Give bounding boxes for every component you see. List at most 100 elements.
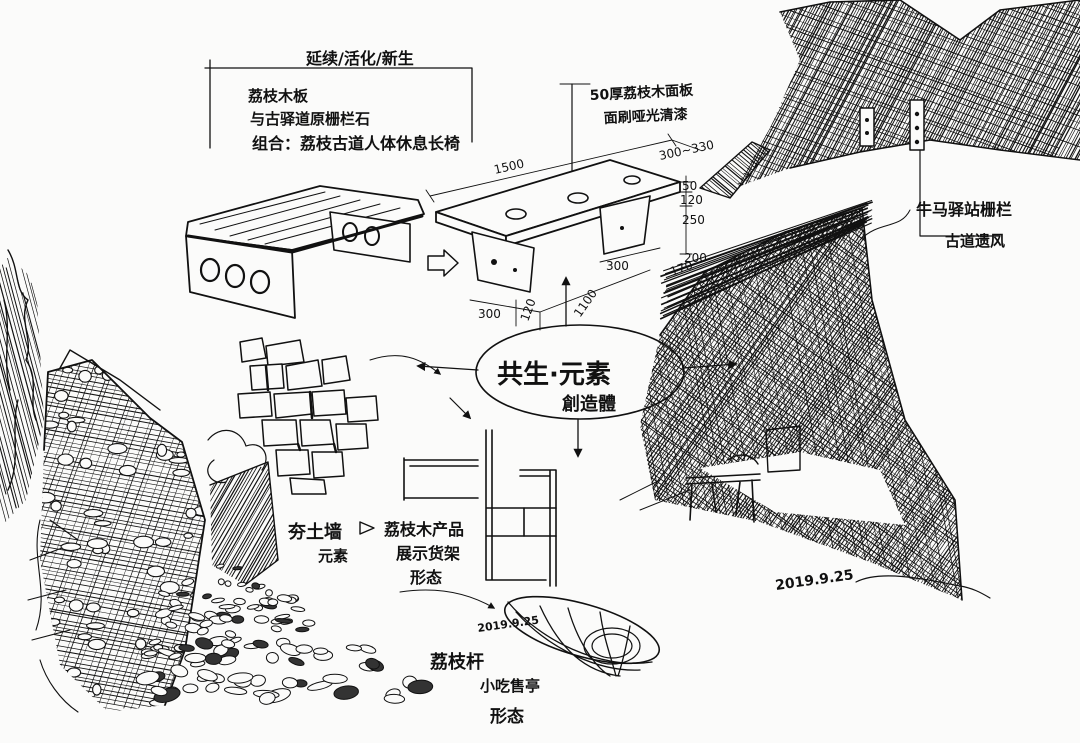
- hatch-stroke: [640, 385, 878, 600]
- hatch-stroke: [210, 463, 256, 565]
- hatch-stroke: [762, 0, 1080, 99]
- hatch-stroke: [792, 278, 962, 600]
- cobblestone: [168, 652, 182, 660]
- basket-note-material: 荔枝杆: [430, 651, 484, 673]
- wall-stone-texture: [60, 542, 82, 552]
- hatch-stroke: [709, 241, 962, 466]
- hatch-stroke: [722, 142, 770, 177]
- hatch-stroke: [837, 208, 916, 600]
- cobblestone: [199, 619, 213, 628]
- hatch-stroke: [810, 0, 969, 188]
- wall-stone: [345, 395, 379, 423]
- wall-stone-texture: [68, 599, 84, 612]
- hatch-stroke: [841, 0, 1017, 188]
- hatch-stroke: [808, 0, 981, 188]
- hatch-stroke: [0, 248, 44, 525]
- hatch-stroke: [93, 401, 202, 698]
- wall-stone-texture: [58, 411, 70, 419]
- wall-stone: [239, 337, 267, 363]
- cobblestone: [407, 679, 434, 695]
- hatch-stroke: [104, 361, 205, 710]
- hatch-stroke: [852, 356, 962, 600]
- hatch-stroke: [40, 360, 109, 683]
- cobblestone: [221, 639, 236, 649]
- hatch-stroke: [640, 208, 857, 524]
- hatch-stroke: [5, 267, 44, 520]
- stone-wall-sketch: [237, 337, 442, 495]
- hatch-stroke: [40, 599, 205, 665]
- hatch-stroke: [920, 0, 1080, 188]
- hatch-stroke: [96, 215, 164, 467]
- hatch-stroke: [40, 480, 205, 546]
- basket-date: 2019.9.25: [477, 613, 540, 634]
- hatch-stroke: [895, 362, 962, 600]
- hatch-stroke: [775, 0, 1080, 33]
- basket-weave: [507, 601, 653, 677]
- hatch-stroke: [640, 251, 682, 600]
- wall-stone-texture: [156, 443, 168, 457]
- cobblestone: [276, 594, 293, 603]
- hatch-stroke: [22, 292, 44, 503]
- hatch-stroke: [40, 525, 205, 589]
- hatch-stroke: [664, 231, 891, 554]
- cobblestone: [170, 664, 189, 678]
- hatch-stroke: [842, 0, 1019, 188]
- cobblestone: [211, 597, 225, 604]
- hatch-stroke: [666, 230, 962, 507]
- wall-stone-texture: [53, 596, 66, 604]
- hatch-stroke: [787, 316, 962, 600]
- cobblestone: [178, 644, 195, 652]
- hatch-stroke: [770, 0, 924, 187]
- wall-stone-texture: [131, 373, 144, 384]
- hatch-stroke: [210, 462, 250, 576]
- cobblestone: [168, 604, 184, 612]
- roof-stick: [663, 204, 869, 281]
- wall-stone-texture: [40, 491, 56, 504]
- cobblestone: [231, 615, 245, 624]
- wall-stone-texture: [86, 622, 105, 630]
- hatch-stroke: [641, 249, 962, 476]
- cobblestone: [265, 651, 279, 664]
- hatch-stroke: [774, 0, 963, 188]
- hatch-stroke: [40, 417, 205, 472]
- wall-stone: [299, 419, 335, 447]
- cobblestone: [265, 589, 273, 597]
- hatch-stroke: [640, 286, 962, 572]
- hatch-stroke: [640, 208, 781, 499]
- hatch-stroke: [40, 622, 205, 682]
- hatch-stroke: [40, 505, 205, 561]
- hatch-stroke: [69, 217, 140, 482]
- bench2-stone-speck: [620, 226, 624, 230]
- wall-stone-texture: [135, 638, 147, 650]
- hatch-stroke: [740, 208, 830, 600]
- cobblestone: [267, 598, 279, 607]
- hatch-stroke: [798, 0, 982, 188]
- wall-stone-texture: [176, 451, 186, 458]
- hatch-stroke: [237, 485, 278, 585]
- hatch-stroke: [40, 360, 93, 650]
- basket-coil: [583, 627, 641, 665]
- wall-stone-texture: [40, 420, 59, 429]
- hatch-stroke: [899, 0, 1061, 188]
- shelter-roof-sticks: [659, 199, 873, 320]
- fence-leader-line: [919, 149, 1001, 237]
- hatch-stroke: [780, 0, 950, 188]
- dim-base-300: 300: [478, 307, 501, 321]
- hatch-stroke: [71, 390, 199, 712]
- hatch-stroke: [254, 496, 278, 585]
- wall-stone-texture: [168, 456, 190, 464]
- cobblestone: [245, 586, 254, 593]
- pointer-arrow: [699, 141, 771, 199]
- hatch-stroke: [40, 391, 205, 455]
- hatch-stroke: [0, 262, 36, 494]
- hatch-stroke: [866, 0, 1014, 188]
- hatch-stroke: [717, 142, 770, 175]
- bench1-plank-edge: [186, 214, 424, 254]
- hatch-stroke: [735, 157, 1018, 188]
- hatch-stroke: [827, 0, 1007, 188]
- hatch-stroke: [735, 130, 1048, 188]
- hatch-stroke: [233, 472, 278, 582]
- roof-stick: [659, 221, 868, 315]
- hatch-stroke: [640, 208, 962, 452]
- roof-stick: [665, 207, 869, 287]
